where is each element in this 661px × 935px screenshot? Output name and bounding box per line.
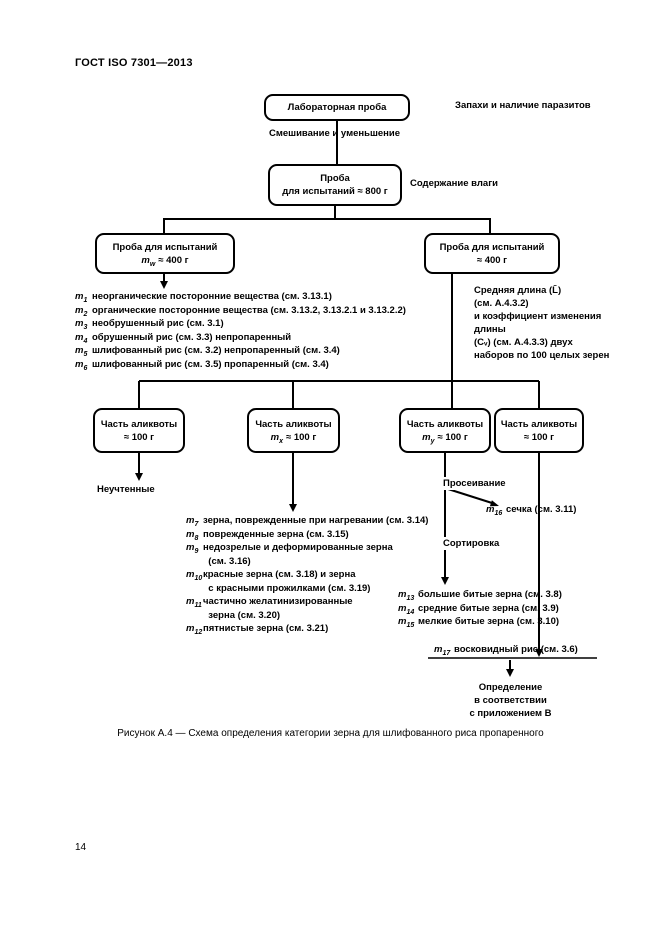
m-variable: m12 [186,623,203,636]
node-line: Проба для испытаний [439,241,545,253]
m-variable: m5 [75,345,88,358]
m-variable: m6 [75,358,88,372]
page-number: 14 [75,842,87,853]
connector-lines [138,121,597,670]
m-variable: m3 [75,318,88,331]
node-line: Лабораторная проба [287,102,387,113]
node-line: Часть аликвоты [500,418,578,430]
m-variable: m4 [75,331,88,345]
node-line: mw≈ 400 г [141,254,189,268]
m-variable: mx [270,431,284,445]
arrowheads [135,281,543,677]
flow-node-test-sample-800g: Проба для испытаний ≈ 800 г [268,164,402,206]
label-unaccounted: Неучтенные [97,484,155,495]
node-line: Часть аликвоты [255,418,332,430]
m-variable: m11 [186,596,202,609]
flow-node-laboratory-sample: Лабораторная проба [264,94,410,121]
flow-node-aliquot-3: Часть аликвоты my≈ 100 г [399,408,491,453]
m-variable: m13 [398,589,415,602]
m-variable: m14 [398,602,415,616]
node-line: ≈ 400 г [476,254,508,266]
m-variable: m8 [186,528,199,542]
m-variable: m16 [486,504,503,517]
node-line: ≈ 100 г [523,431,555,443]
figure-caption: Рисунок А.4 — Схема определения категори… [117,728,544,739]
flow-node-aliquot-4: Часть аликвоты ≈ 100 г [494,408,584,453]
flow-node-aliquot-1: Часть аликвоты ≈ 100 г [93,408,185,453]
flow-node-test-sample-400g-left: Проба для испытаний mw≈ 400 г [95,233,235,274]
node-line: для испытаний ≈ 800 г [282,186,388,197]
m-variable: mw [141,254,156,268]
node-line: Проба [320,173,350,184]
label-sorting: Сортировка [441,537,502,550]
m-variable: m1 [75,291,88,304]
flow-node-test-sample-400g-right: Проба для испытаний ≈ 400 г [424,233,560,274]
m-variable: m15 [398,616,415,629]
label-mean-length-note: Средняя длина (L̄) (см. А.4.3.2) и коэфф… [474,285,610,361]
label-mixing-reduction: Смешивание и уменьшение [269,128,401,139]
page-header: ГОСТ ISO 7301—2013 [75,57,193,69]
node-line: Проба для испытаний [112,241,218,253]
label-odors-parasites: Запахи и наличие паразитов [455,100,591,111]
m-variable: m9 [186,542,199,555]
node-line: ≈ 100 г [123,431,155,443]
m-variable: m17 [434,644,451,657]
m-variable: m7 [186,515,199,528]
flow-node-aliquot-2: Часть аликвоты mx≈ 100 г [247,408,340,453]
label-sieving: Просеивание [441,477,508,490]
node-line: Часть аликвоты [406,418,484,430]
label-determination-annex-b: Определение в соответствии с приложением… [469,682,552,719]
node-line: mx≈ 100 г [270,431,317,445]
m-variable: my [422,431,435,445]
m-variable: m2 [75,304,88,318]
node-line: Часть аликвоты [100,418,178,430]
m-variable: m10 [186,569,203,582]
node-line: my≈ 100 г [422,431,468,445]
label-moisture-content: Содержание влаги [410,178,498,189]
